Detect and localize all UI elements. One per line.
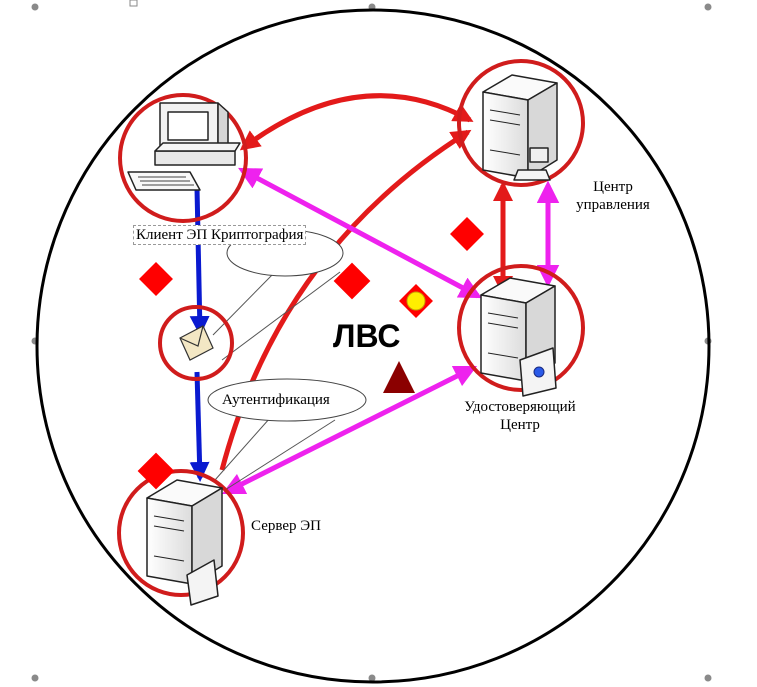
node-circles [117, 59, 585, 597]
server-label: Сервер ЭП [251, 518, 321, 534]
triangle-marker [383, 361, 415, 393]
control-center-label: Центр управления [568, 178, 658, 214]
diamond-marker [450, 217, 484, 251]
control-center-label-line1: Центр [593, 179, 633, 195]
server-icon [146, 479, 223, 606]
server-icon [482, 74, 558, 181]
lan-label: ЛВС [333, 318, 401, 354]
envelope-icon [179, 325, 214, 361]
computer-icon [127, 102, 241, 191]
server-icon [480, 277, 557, 397]
auth-label: Аутентификация [222, 392, 330, 408]
lan-ring [35, 8, 711, 684]
diamond-marker [137, 452, 175, 490]
ca-label-line2: Центр [500, 417, 540, 433]
link-client-control [239, 93, 474, 151]
control-center-label-line2: управления [576, 197, 650, 213]
auth-callout [207, 378, 367, 422]
link-client-ca [238, 167, 482, 299]
server-node-circle [117, 469, 245, 597]
diamond-marker [333, 262, 371, 300]
magenta-links [221, 167, 560, 495]
client-node-circle [118, 93, 248, 223]
control-node-circle [457, 59, 585, 187]
envelope-node-circle [158, 305, 234, 381]
callout-lines [212, 271, 341, 491]
ca-label-line1: Удостоверяющий [464, 399, 576, 415]
frame-handles [31, 0, 712, 682]
link-envelope-server [189, 371, 210, 482]
ca-node-circle [457, 264, 585, 392]
link-server-ca [221, 365, 478, 495]
diamond-marker [139, 262, 173, 296]
client-label: Клиент ЭП Криптография [133, 225, 307, 245]
yellow-dot [406, 291, 426, 311]
ca-label: Удостоверяющий Центр [445, 398, 595, 434]
